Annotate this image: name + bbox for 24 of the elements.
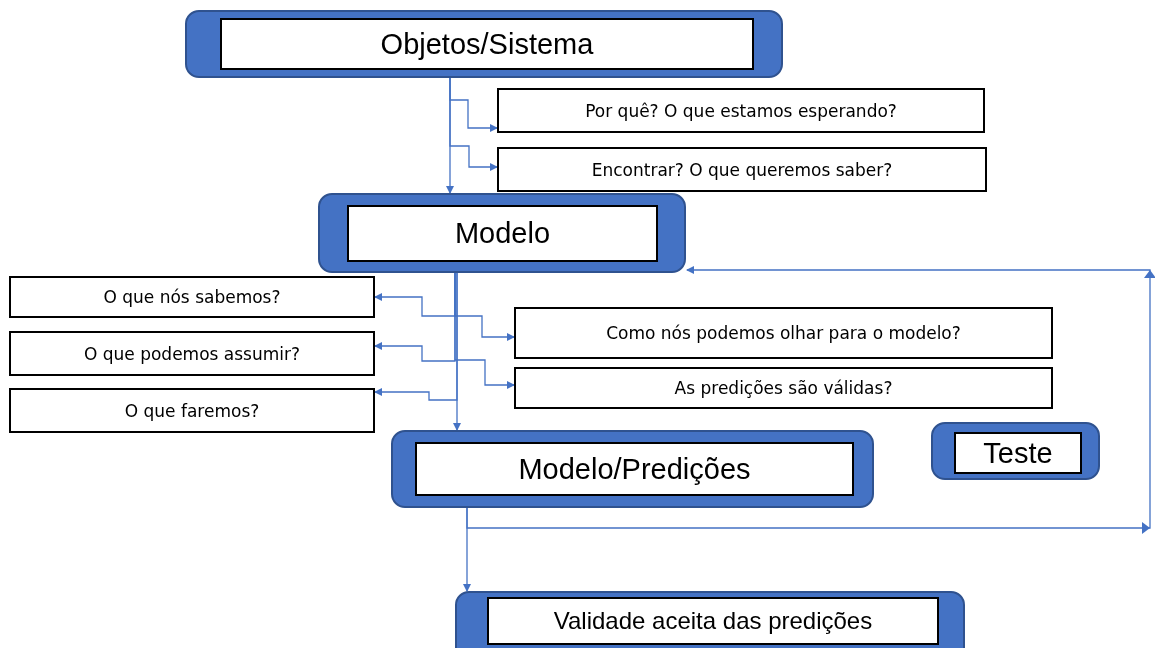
question-box	[497, 147, 987, 192]
question-text: As predições são válidas?	[674, 378, 893, 398]
question-box	[9, 331, 375, 376]
node-title: Modelo	[454, 217, 551, 250]
node-title: Modelo/Predições	[518, 452, 751, 486]
rounded-box	[455, 591, 965, 648]
question-box	[9, 388, 375, 433]
question-text: Por quê? O que estamos esperando?	[585, 100, 897, 121]
rounded-box	[391, 430, 874, 508]
rounded-box	[185, 10, 783, 78]
question-box	[497, 88, 985, 133]
question-text: O que podemos assumir?	[83, 343, 301, 364]
question-text: O que faremos?	[124, 400, 260, 421]
question-text: Como nós podemos olhar para o modelo?	[606, 323, 961, 343]
node-title: Teste	[983, 436, 1053, 470]
rounded-box	[318, 193, 686, 273]
node-title: Objetos/Sistema	[380, 27, 594, 61]
question-box	[9, 276, 375, 318]
rounded-box	[931, 422, 1100, 480]
question-text: Encontrar? O que queremos saber?	[591, 159, 893, 180]
node-title: Validade aceita das predições	[553, 607, 873, 635]
question-box	[514, 307, 1053, 359]
question-box	[514, 367, 1053, 409]
question-text: O que nós sabemos?	[103, 287, 281, 307]
